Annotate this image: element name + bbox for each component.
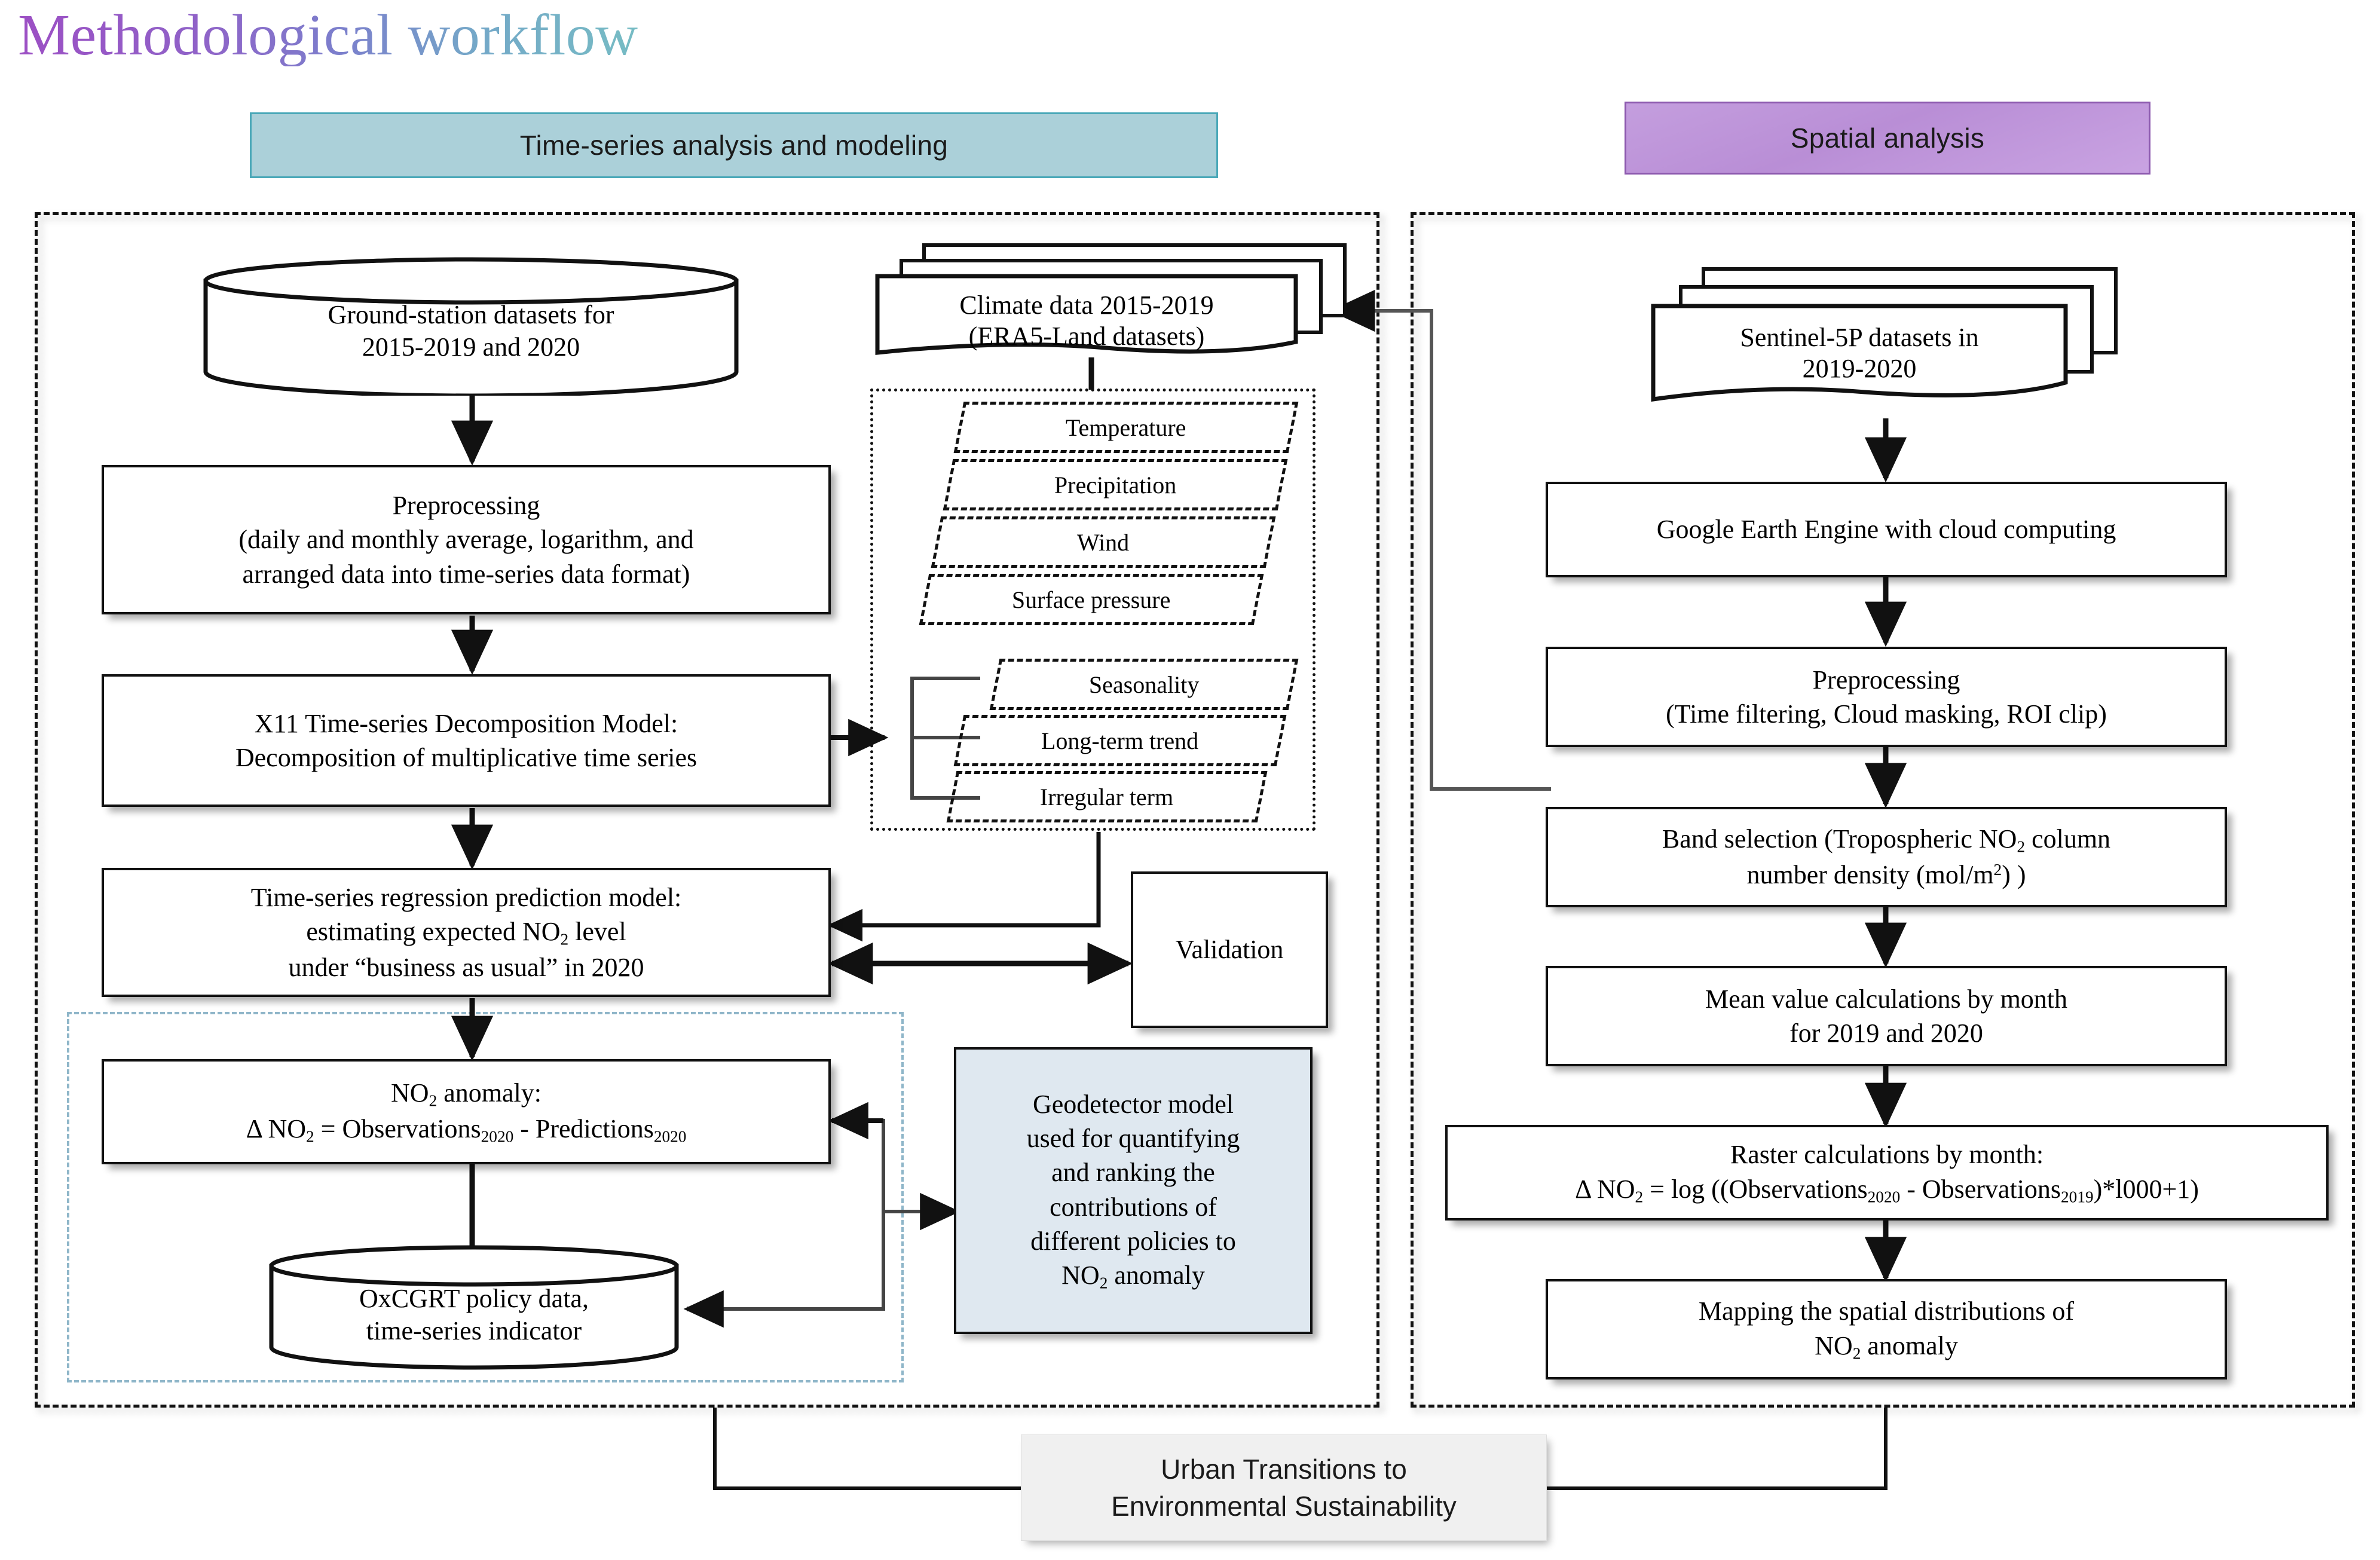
climate-data-line1: Climate data 2015-2019 [959,290,1214,320]
raster-line1: Raster calculations by month: [1730,1140,2044,1170]
node-no2-anomaly: NO2 anomaly: Δ NO2 = Observations2020 - … [102,1059,831,1164]
page-title: Methodological workflow [18,3,638,68]
anomaly-line2: Δ NO2 = Observations2020 - Predictions20… [246,1114,687,1146]
gee-label: Google Earth Engine with cloud computing [1656,515,2116,545]
left-preprocessing-line3: arranged data into time-series data form… [242,559,690,589]
pgram-precipitation: Precipitation [943,459,1288,510]
banner-spatial-analysis: Spatial analysis [1625,102,2150,175]
left-preprocessing-line2: (daily and monthly average, logarithm, a… [238,525,694,555]
banner-time-series-label: Time-series analysis and modeling [519,130,949,161]
panel-spatial-column [1411,212,2355,1408]
pgram-irregular-term: Irregular term [946,771,1268,822]
geodetector-line6: NO2 anomaly [1061,1260,1205,1292]
pgram-wind: Wind [931,516,1276,568]
geodetector-line3: and ranking the [1051,1158,1215,1188]
band-selection-line2: number density (mol/m2) ) [1746,860,2026,890]
node-band-selection: Band selection (Tropospheric NO2 column … [1546,807,2227,907]
node-urban-transitions: Urban Transitions to Environmental Susta… [1021,1434,1547,1541]
node-mapping-spatial-distributions: Mapping the spatial distributions of NO2… [1546,1279,2227,1379]
node-geodetector-model: Geodetector model used for quantifying a… [954,1047,1313,1334]
panel-time-series-column [35,212,1379,1408]
geodetector-line1: Geodetector model [1033,1089,1234,1119]
node-mean-value-calculations: Mean value calculations by month for 201… [1546,966,2227,1066]
regression-line3: under “business as usual” in 2020 [288,953,644,983]
node-climate-data-stack: Climate data 2015-2019 (ERA5-Land datase… [867,239,1351,365]
mean-value-line2: for 2019 and 2020 [1789,1018,1983,1048]
banner-time-series-analysis: Time-series analysis and modeling [250,112,1218,178]
raster-line2: Δ NO2 = log ((Observations2020 - Observa… [1575,1174,2199,1206]
policy-label-line2: time-series indicator [366,1316,582,1345]
mean-value-line1: Mean value calculations by month [1705,984,2068,1014]
node-validation: Validation [1131,871,1328,1028]
urban-line2: Environmental Sustainability [1111,1491,1457,1522]
right-preprocessing-line1: Preprocessing [1812,665,1960,695]
node-ground-station-datasets: Ground-station datasets for 2015-2019 an… [202,257,740,396]
node-oxcgrt-policy-data: OxCGRT policy data, time-series indicato… [268,1244,680,1370]
ground-station-label-line2: 2015-2019 and 2020 [362,332,580,362]
x11-line2: Decomposition of multiplicative time ser… [235,743,698,772]
climate-data-line2: (ERA5-Land datasets) [968,322,1205,351]
urban-line1: Urban Transitions to [1161,1453,1407,1485]
left-preprocessing-line1: Preprocessing [392,491,540,521]
node-google-earth-engine: Google Earth Engine with cloud computing [1546,482,2227,577]
x11-line1: X11 Time-series Decomposition Model: [254,708,678,738]
validation-label: Validation [1175,935,1284,965]
node-raster-calculations: Raster calculations by month: Δ NO2 = lo… [1445,1125,2329,1221]
geodetector-line5: different policies to [1030,1226,1236,1256]
pgram-long-term-trend: Long-term trend [953,715,1287,766]
pgram-temperature: Temperature [953,402,1299,453]
sentinel-line2: 2019-2020 [1802,354,1917,383]
geodetector-line2: used for quantifying [1026,1124,1240,1154]
pgram-seasonality: Seasonality [989,659,1299,710]
policy-label-line1: OxCGRT policy data, [359,1284,589,1313]
geodetector-line4: contributions of [1050,1192,1217,1222]
banner-spatial-label: Spatial analysis [1790,123,1985,154]
band-selection-line1: Band selection (Tropospheric NO2 column [1662,824,2111,856]
regression-line1: Time-series regression prediction model: [250,882,682,912]
pgram-surface-pressure: Surface pressure [919,574,1264,625]
right-preprocessing-line2: (Time filtering, Cloud masking, ROI clip… [1666,699,2107,729]
panel-climate-variables-group [870,389,1316,831]
node-x11-decomposition-model: X11 Time-series Decomposition Model: Dec… [102,674,831,807]
mapping-line1: Mapping the spatial distributions of [1698,1296,2075,1326]
node-left-preprocessing: Preprocessing (daily and monthly average… [102,465,831,614]
mapping-line2: NO2 anomaly [1815,1330,1958,1363]
anomaly-line1: NO2 anomaly: [391,1078,542,1110]
node-regression-prediction-model: Time-series regression prediction model:… [102,868,831,997]
sentinel-line1: Sentinel-5P datasets in [1740,323,1979,352]
node-right-preprocessing: Preprocessing (Time filtering, Cloud mas… [1546,647,2227,747]
ground-station-label-line1: Ground-station datasets for [328,300,614,329]
regression-line2: estimating expected NO2 level [306,916,626,949]
node-sentinel-5p-stack: Sentinel-5P datasets in 2019-2020 [1626,263,2128,421]
